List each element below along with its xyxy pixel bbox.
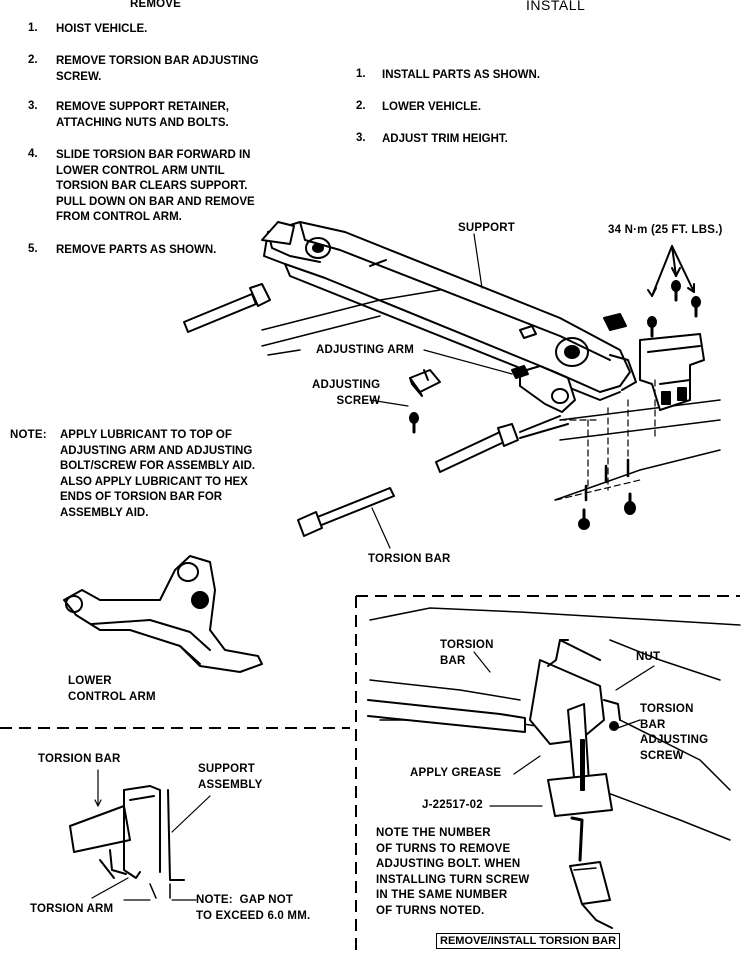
label-adjusting-screw: ADJUSTING SCREW: [312, 379, 381, 407]
adjusting-screw-plate: [409, 369, 441, 397]
left-bolt: [183, 283, 271, 333]
label-lower-control-arm: LOWER CONTROL ARM: [68, 675, 156, 703]
note-text: APPLY LUBRICANT TO TOP OF ADJUSTING ARM …: [60, 429, 256, 519]
install-step-2: LOWER VEHICLE.: [382, 101, 482, 113]
remove-step-5: REMOVE PARTS AS SHOWN.: [56, 244, 217, 256]
remove-step-3-num: 3.: [28, 100, 38, 112]
remove-step-4: SLIDE TORSION BAR FORWARD IN LOWER CONTR…: [56, 149, 255, 223]
gap-detail: [69, 785, 185, 899]
tool-label-torsion-bar: TORSION BAR: [440, 639, 494, 667]
install-step-3-num: 3.: [356, 132, 366, 144]
lower-control-arm-part: [63, 555, 263, 673]
tool-label-apply-grease: APPLY GREASE: [410, 767, 502, 779]
remove-step-1: HOIST VEHICLE.: [56, 23, 148, 35]
gap-label-support-assembly: SUPPORT ASSEMBLY: [198, 763, 263, 791]
torsion-bar-part: [297, 487, 395, 537]
support-retainer: [603, 313, 705, 411]
remove-step-2-num: 2.: [28, 54, 38, 66]
remove-step-2: REMOVE TORSION BAR ADJUSTING SCREW.: [56, 55, 259, 83]
middle-bolt: [435, 415, 569, 473]
install-step-2-num: 2.: [356, 100, 366, 112]
install-heading: INSTALL: [526, 0, 586, 13]
label-support: SUPPORT: [458, 222, 515, 234]
tool-caption: REMOVE/INSTALL TORSION BAR: [436, 933, 621, 949]
label-torque: 34 N·m (25 FT. LBS.): [608, 224, 723, 236]
remove-heading: REMOVE: [130, 0, 182, 10]
label-adjusting-arm: ADJUSTING ARM: [316, 344, 415, 356]
note-label: NOTE:: [10, 429, 47, 441]
label-torsion-bar: TORSION BAR: [368, 553, 451, 565]
adjusting-arm-part: [511, 365, 576, 413]
remove-step-5-num: 5.: [28, 243, 38, 255]
gap-label-torsion-arm: TORSION ARM: [30, 903, 114, 915]
gap-note: NOTE: GAP NOT TO EXCEED 6.0 mm.: [196, 894, 311, 922]
tool-note: NOTE THE NUMBER OF TURNS TO REMOVE ADJUS…: [376, 827, 530, 917]
tool-label-adjusting-screw: TORSION BAR ADJUSTING SCREW: [640, 703, 709, 762]
install-step-1-num: 1.: [356, 68, 366, 80]
tool-label-number: J-22517-02: [422, 799, 483, 811]
tool-label-nut: NUT: [636, 651, 661, 663]
tool-detail: [367, 607, 741, 929]
remove-step-4-num: 4.: [28, 148, 38, 160]
support-crossmember: [261, 221, 637, 401]
gap-label-torsion-bar: TORSION BAR: [38, 753, 121, 765]
torque-bolts: [647, 245, 701, 338]
install-step-1: INSTALL PARTS AS SHOWN.: [382, 69, 541, 81]
remove-step-1-num: 1.: [28, 22, 38, 34]
install-step-3: ADJUST TRIM HEIGHT.: [382, 133, 508, 145]
remove-step-3: REMOVE SUPPORT RETAINER, ATTACHING NUTS …: [56, 101, 229, 129]
